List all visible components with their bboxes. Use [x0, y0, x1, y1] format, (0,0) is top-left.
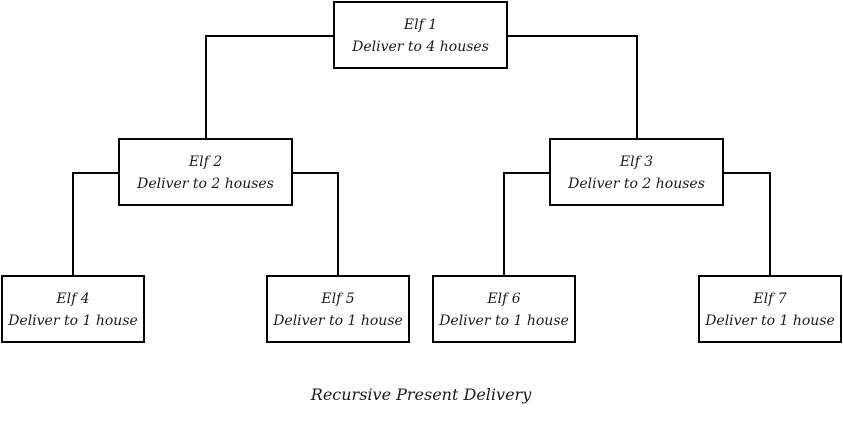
node-box [432, 275, 576, 343]
node-task: Deliver to 2 houses [567, 176, 705, 192]
node-name: Elf 1 [403, 17, 437, 33]
node-task: Deliver to 1 house [7, 313, 138, 329]
node-name: Elf 6 [486, 291, 520, 307]
node-elf-4: Elf 4 Deliver to 1 house [1, 275, 145, 343]
connector-elf-1-to-elf-2 [205, 35, 334, 139]
node-name: Elf 2 [188, 154, 222, 170]
connector-lines [72, 35, 771, 276]
node-elf-7: Elf 7 Deliver to 1 house [698, 275, 842, 343]
node-name: Elf 4 [55, 291, 89, 307]
node-box [1, 275, 145, 343]
node-task: Deliver to 1 house [704, 313, 835, 329]
node-elf-5: Elf 5 Deliver to 1 house [266, 275, 410, 343]
connector-elf-2-to-elf-5 [292, 172, 339, 276]
node-name: Elf 5 [320, 291, 354, 307]
node-task: Deliver to 1 house [272, 313, 403, 329]
node-elf-3: Elf 3 Deliver to 2 houses [549, 138, 724, 206]
connector-elf-3-to-elf-7 [723, 172, 771, 276]
node-name: Elf 7 [752, 291, 786, 307]
connector-elf-2-to-elf-4 [72, 172, 119, 276]
node-box [698, 275, 842, 343]
node-task: Deliver to 4 houses [351, 39, 489, 55]
connector-elf-3-to-elf-6 [503, 172, 550, 276]
node-task: Deliver to 2 houses [136, 176, 274, 192]
node-task: Deliver to 1 house [438, 313, 569, 329]
node-box [118, 138, 293, 206]
node-box [549, 138, 724, 206]
node-elf-2: Elf 2 Deliver to 2 houses [118, 138, 293, 206]
node-elf-6: Elf 6 Deliver to 1 house [432, 275, 576, 343]
diagram-caption: Recursive Present Delivery [310, 385, 532, 404]
node-name: Elf 3 [619, 154, 653, 170]
node-elf-1: Elf 1 Deliver to 4 houses [333, 1, 508, 69]
node-box [266, 275, 410, 343]
connector-elf-1-to-elf-3 [507, 35, 638, 139]
node-box [333, 1, 508, 69]
